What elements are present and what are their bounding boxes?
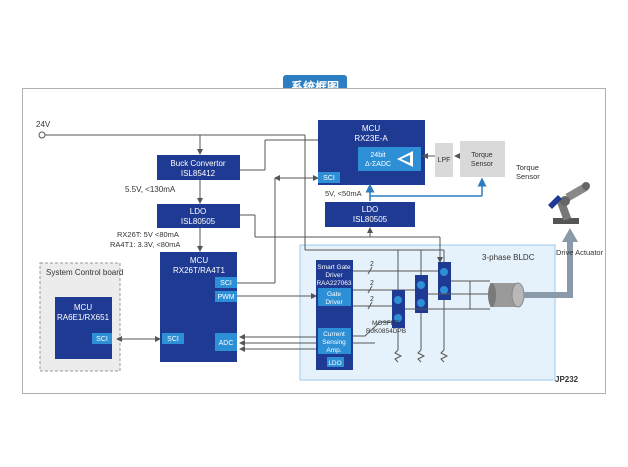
mcu-main-adc-label: ADC bbox=[219, 340, 234, 347]
bldc-label: 3-phase BLDC bbox=[482, 253, 535, 262]
current-sensing-2: Sensing bbox=[322, 339, 346, 346]
bus-mark-1-label: 2 bbox=[370, 261, 374, 268]
bus-mark-3 bbox=[367, 301, 373, 310]
ldo1-label-1: LDO bbox=[190, 207, 206, 216]
board-id-label: JP232 bbox=[555, 375, 579, 384]
mosfet-c1 bbox=[440, 268, 448, 276]
gate-driver-ldo bbox=[327, 357, 344, 367]
drive-actuator-label: Drive Actuator bbox=[556, 248, 604, 257]
top-supply-label: 5V, <50mA bbox=[325, 189, 362, 198]
lpf-label: LPF bbox=[438, 157, 451, 164]
buck-label-2: ISL85412 bbox=[181, 169, 216, 178]
mcu-main-sci1 bbox=[215, 277, 237, 288]
actuator-arrowhead bbox=[562, 228, 578, 242]
torque-label-2: Sensor bbox=[516, 172, 540, 181]
mcu-main-sci1-label: SCI bbox=[220, 280, 232, 287]
bus-mark-1 bbox=[367, 266, 373, 275]
mcu-main-label-2: RX26T/RA4T1 bbox=[173, 266, 226, 275]
adc-amplifier-icon-inner bbox=[401, 155, 410, 163]
mosfet-b2 bbox=[417, 299, 425, 307]
sense-line-1 bbox=[353, 321, 400, 337]
bldc-motor-face bbox=[511, 282, 525, 308]
buck-label-1: Buck Convertor bbox=[170, 159, 225, 168]
mosfet-a2 bbox=[394, 314, 402, 322]
system-mcu-sci bbox=[92, 333, 112, 344]
mosfet-label-2: RJK0854DPB bbox=[366, 328, 406, 335]
torque-box-label-1: Torque bbox=[471, 152, 493, 159]
system-board-mcu bbox=[55, 297, 112, 359]
mosfet-bridge-b bbox=[415, 275, 428, 313]
ldo1-label-2: ISL80505 bbox=[181, 217, 216, 226]
mcu-top-adc-label-2: Δ-ΣADC bbox=[365, 161, 391, 168]
supply-terminal bbox=[38, 131, 46, 139]
ldo1-block bbox=[157, 204, 240, 228]
motor-to-actuator bbox=[524, 240, 573, 298]
robot-arm-icon bbox=[548, 182, 590, 224]
gate-driver-label-1: Smart Gate bbox=[317, 264, 351, 271]
gate-driver-ldo-label: LDO bbox=[328, 360, 341, 367]
gate-driver-sub bbox=[318, 288, 351, 306]
ldo2-label-1: LDO bbox=[362, 205, 378, 214]
mosfet-label-1: MOSFET bbox=[372, 320, 399, 327]
bus-mark-2 bbox=[367, 285, 373, 294]
shunt-2 bbox=[417, 349, 426, 363]
current-sensing-sub bbox=[318, 328, 351, 354]
current-sensing-1: Current bbox=[323, 331, 345, 338]
gate-driver-sub-2: Driver bbox=[325, 299, 343, 306]
system-mcu-label-1: MCU bbox=[74, 303, 92, 312]
buck-output-label: 5.5V, <130mA bbox=[125, 185, 176, 194]
lpf-block bbox=[435, 143, 453, 177]
gate-driver-sub-1: Gate bbox=[327, 291, 341, 298]
mcu-top-label-1: MCU bbox=[362, 124, 380, 133]
system-mcu-sci-label: SCI bbox=[96, 336, 108, 343]
bus-mark-3-label: 2 bbox=[370, 296, 374, 303]
mcu-top-label-2: RX23E-A bbox=[354, 134, 388, 143]
mosfet-c2 bbox=[440, 286, 448, 294]
gate-driver-label-2: Driver bbox=[325, 272, 343, 279]
buck-convertor-block bbox=[157, 155, 240, 180]
ldo2-block bbox=[325, 202, 415, 227]
mcu-main-sci2-label: SCI bbox=[167, 336, 179, 343]
shunt-1 bbox=[394, 349, 403, 363]
supply-24v-label: 24V bbox=[36, 120, 51, 129]
mosfet-a1 bbox=[394, 296, 402, 304]
mcu-top-sci-label: SCI bbox=[323, 175, 335, 182]
bus-mark-2-label: 2 bbox=[370, 280, 374, 287]
mcu-main-sci2 bbox=[162, 333, 184, 344]
mcu-main-pwm bbox=[215, 291, 237, 302]
current-sensing-3: Amp. bbox=[326, 347, 341, 354]
shunt-3 bbox=[440, 349, 449, 363]
bldc-motor-back bbox=[488, 283, 496, 307]
mcu-main-adc bbox=[215, 333, 237, 351]
ldo2-label-2: ISL80505 bbox=[353, 215, 388, 224]
mcu-top-adc-label-1: 24bit bbox=[370, 152, 385, 159]
mcu-main-label-1: MCU bbox=[190, 256, 208, 265]
system-mcu-label-2: RA6E1/RX651 bbox=[57, 313, 110, 322]
ldo1-output-2: RA4T1: 3.3V, <80mA bbox=[110, 240, 180, 249]
torque-sensor-block bbox=[460, 141, 505, 177]
ldo1-output-1: RX26T: 5V <80mA bbox=[117, 230, 179, 239]
system-board-title: System Control board bbox=[46, 268, 123, 277]
mcu-main-pwm-label: PWM bbox=[217, 294, 234, 301]
torque-box-label-2: Sensor bbox=[471, 161, 494, 168]
mosfet-b1 bbox=[417, 281, 425, 289]
gate-driver-label-3: RAA227063 bbox=[316, 280, 351, 287]
mcu-top-sci bbox=[318, 172, 340, 183]
torque-label-1: Torque bbox=[516, 163, 539, 172]
